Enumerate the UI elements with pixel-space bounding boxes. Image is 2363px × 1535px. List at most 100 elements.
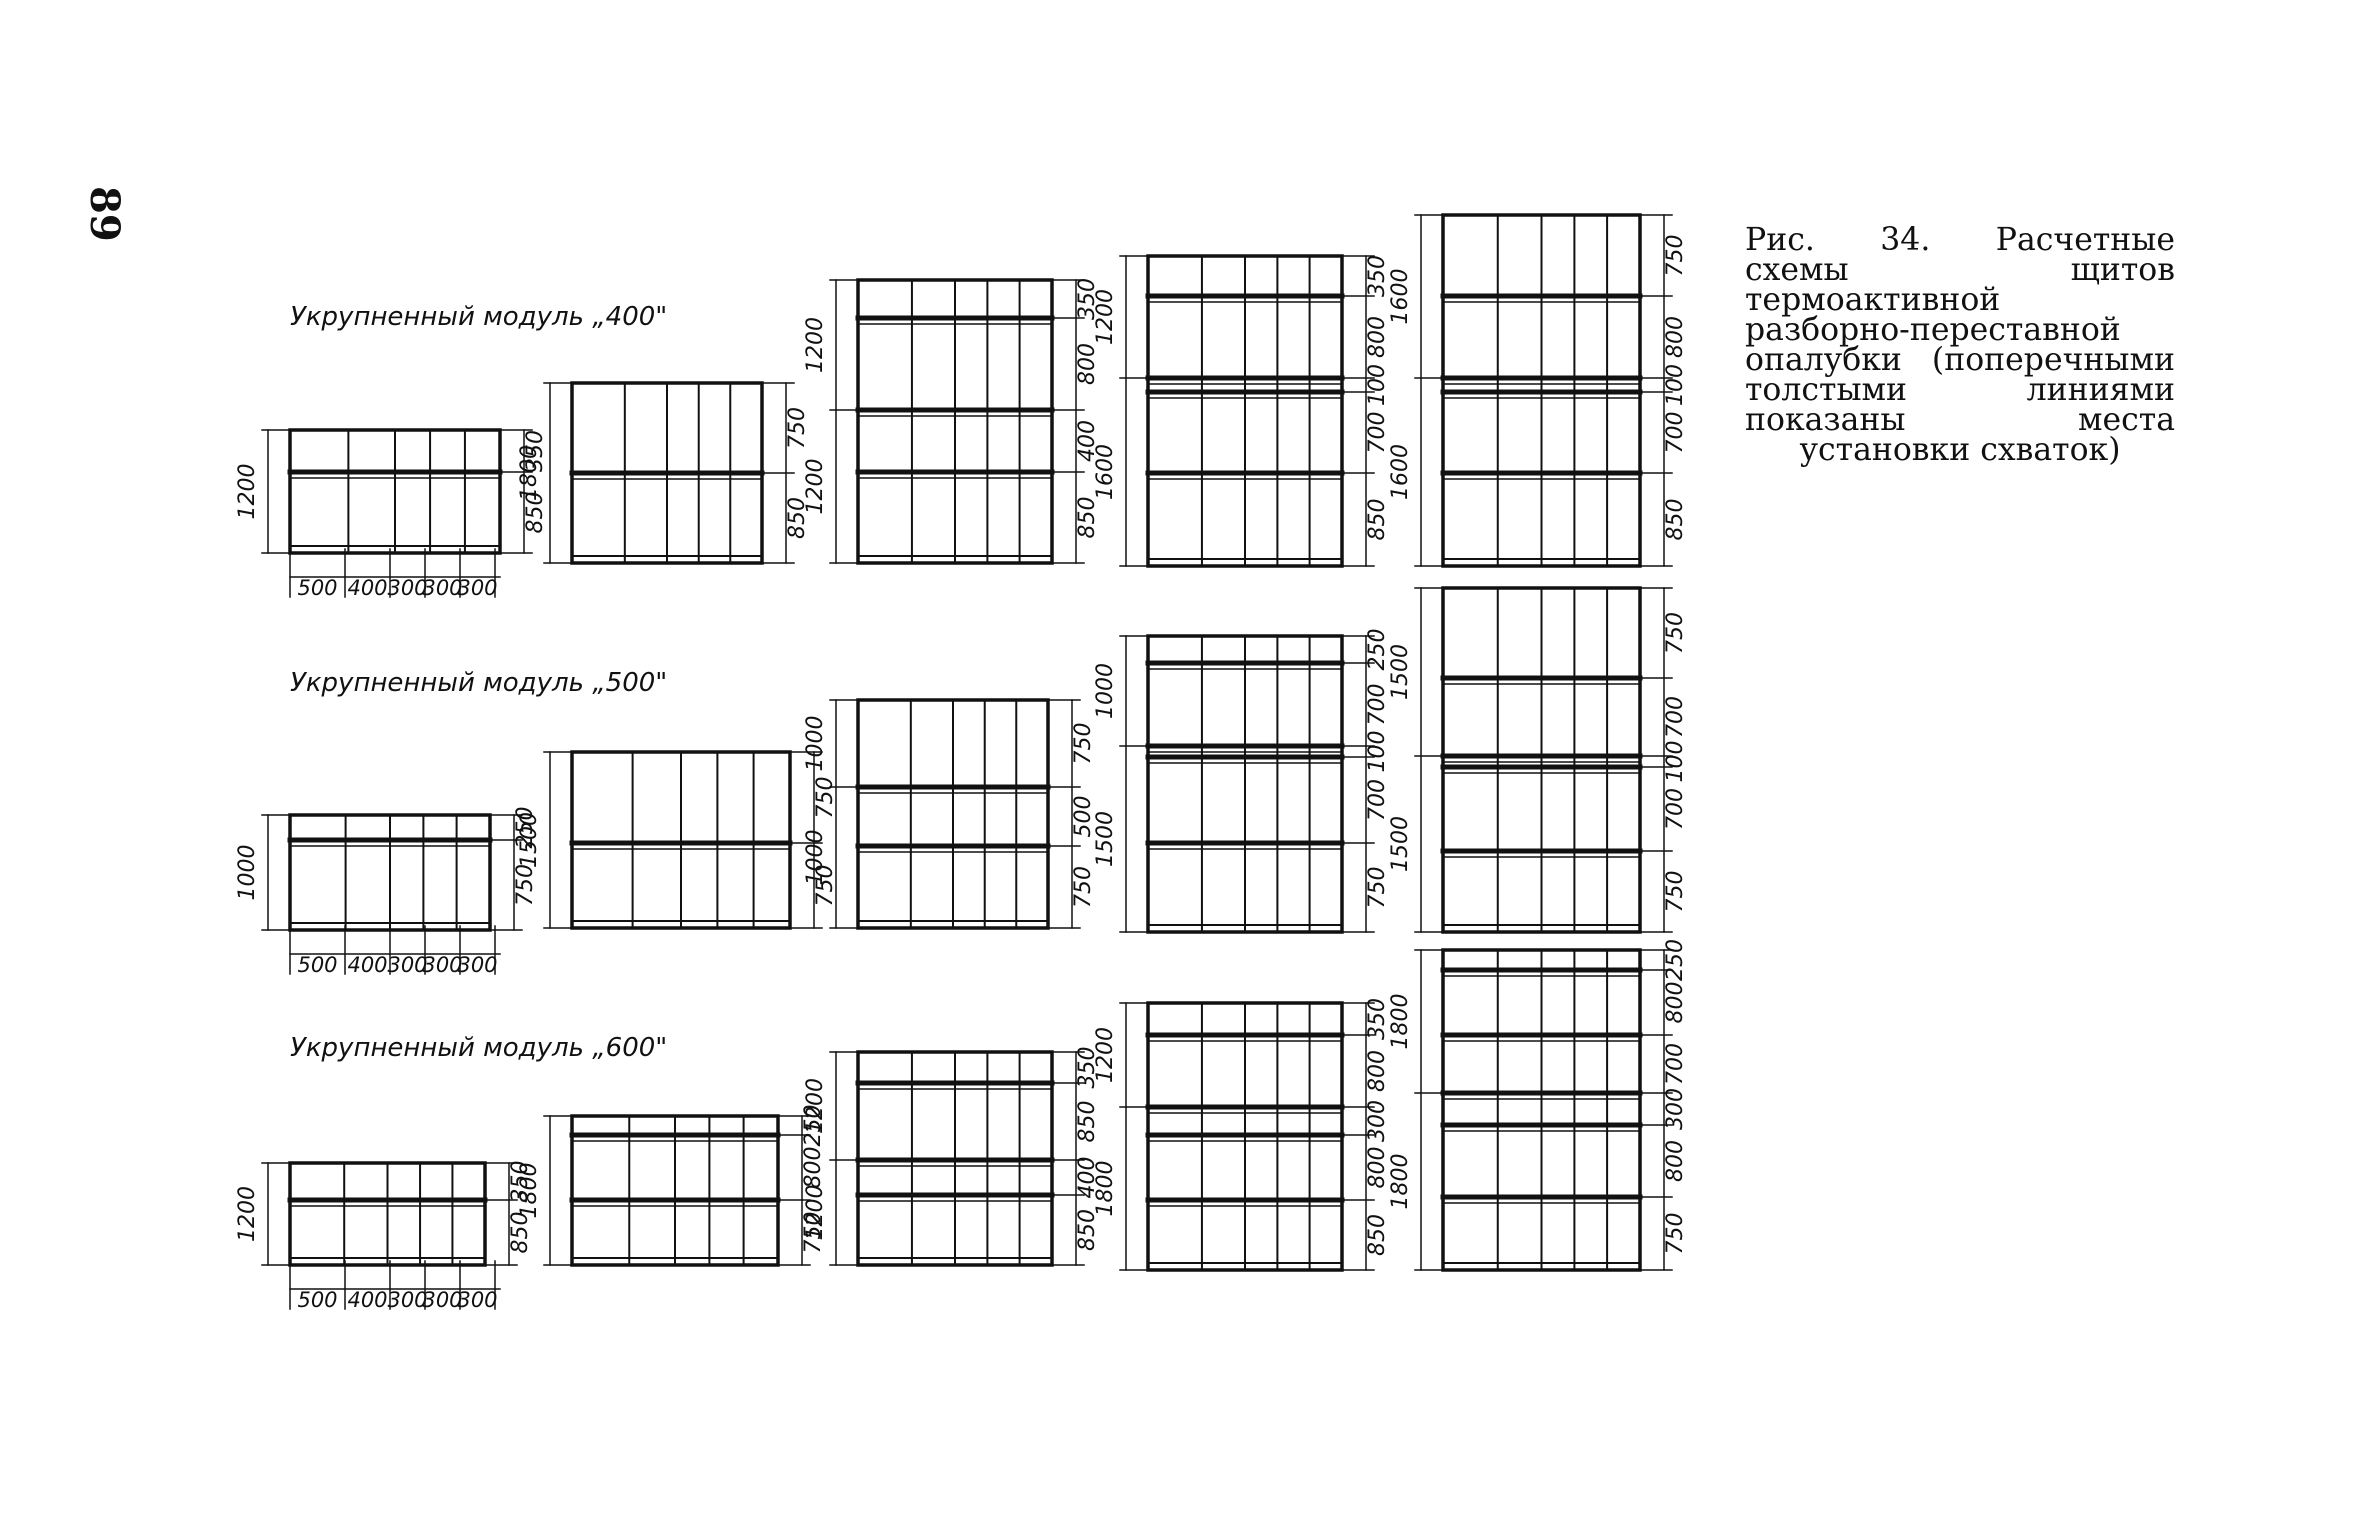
base-width-label: 300 <box>457 953 497 977</box>
dimension-label: 750 <box>1663 235 1688 277</box>
base-width-label: 300 <box>422 1288 462 1312</box>
dimension-label: 800 <box>1365 316 1390 358</box>
dimension-label: 1200 <box>1093 289 1118 345</box>
left-dimension-chain: 1800 1800 <box>1388 949 1448 1271</box>
dimension-label: 750 <box>513 864 538 906</box>
dimension-label: 300 <box>1365 1100 1390 1142</box>
dimension-label: 250 <box>801 1105 826 1147</box>
dimension-label: 1200 <box>803 459 828 515</box>
dimension-label: 1200 <box>803 1185 828 1241</box>
dimension-label: 1800 <box>1388 1154 1413 1210</box>
dimension-label: 1200 <box>1093 1027 1118 1083</box>
base-width-label: 500 <box>297 1288 337 1312</box>
dimension-label: 1600 <box>1388 444 1413 500</box>
right-dimension-chain: 750 750 <box>785 751 838 929</box>
base-width-label: 300 <box>422 953 462 977</box>
dimension-label: 1600 <box>1093 444 1118 500</box>
dimension-label: 700 <box>1365 684 1390 726</box>
dimension-label: 800 <box>1075 343 1100 385</box>
dimension-label: 850 <box>1365 1214 1390 1256</box>
dimension-label: 850 <box>508 1212 533 1254</box>
dimension-label: 700 <box>1663 1043 1688 1085</box>
left-dimension-chain: 1000 1000 <box>803 699 863 929</box>
dimension-label: 750 <box>1071 723 1096 765</box>
dimension-label: 1800 <box>517 445 542 501</box>
base-width-label: 400 <box>347 953 387 977</box>
left-dimension-chain: 1800 <box>517 1115 577 1266</box>
dimension-label: 350 <box>1365 255 1390 297</box>
left-dimension-chain: 1800 <box>517 382 577 564</box>
dimension-label: 1000 <box>803 830 828 886</box>
row-title-module-500: Укрупненный модуль „500" <box>290 668 668 698</box>
dimension-label: 1200 <box>803 1078 828 1134</box>
base-width-label: 400 <box>347 576 387 600</box>
dimension-label: 350 <box>1075 278 1100 320</box>
base-width-label: 400 <box>347 1288 387 1312</box>
left-dimension-chain: 1200 <box>235 429 295 554</box>
dimension-label: 1000 <box>803 716 828 772</box>
base-width-label: 500 <box>297 576 337 600</box>
dimension-label: 700 <box>1365 412 1390 454</box>
dimension-label: 1000 <box>1093 663 1118 719</box>
left-dimension-chain: 1000 1500 <box>1093 635 1153 933</box>
left-dimension-chain: 1600 1600 <box>1388 214 1448 567</box>
dimension-label: 800 <box>1663 982 1688 1024</box>
dimension-label: 350 <box>508 1161 533 1203</box>
dimension-label: 800 <box>1663 316 1688 358</box>
dimension-label: 1800 <box>1388 994 1413 1050</box>
dimension-label: 750 <box>1663 612 1688 654</box>
dimension-label: 750 <box>801 1212 826 1254</box>
dimension-label: 700 <box>1663 696 1688 738</box>
dimension-label: 750 <box>813 865 838 907</box>
dimension-label: 1600 <box>1388 269 1413 325</box>
dimension-label: 850 <box>1365 499 1390 541</box>
base-width-label: 300 <box>457 1288 497 1312</box>
dimension-label: 850 <box>1075 1101 1100 1143</box>
dimension-label: 1500 <box>1093 811 1118 867</box>
dimension-label: 100 <box>1663 741 1688 783</box>
left-dimension-chain: 1000 <box>235 814 295 931</box>
dimension-label: 750 <box>1663 1213 1688 1255</box>
dimension-label: 1000 <box>235 845 260 901</box>
dimension-label: 850 <box>523 492 548 534</box>
dimension-label: 700 <box>1663 412 1688 454</box>
dimension-label: 750 <box>1663 871 1688 913</box>
dimension-label: 350 <box>1365 998 1390 1040</box>
row-title-module-400: Укрупненный модуль „400" <box>290 302 668 332</box>
dimension-label: 700 <box>1365 779 1390 821</box>
dimension-label: 750 <box>1365 867 1390 909</box>
base-width-label: 300 <box>387 953 427 977</box>
dimension-label: 300 <box>1663 1088 1688 1130</box>
dimension-label: 750 <box>813 777 838 819</box>
dimension-label: 850 <box>1075 497 1100 539</box>
dimension-label: 1800 <box>517 1163 542 1219</box>
row-title-module-600: Укрупненный модуль „600" <box>290 1033 668 1063</box>
dimension-label: 750 <box>1071 866 1096 908</box>
dimension-label: 100 <box>1663 364 1688 406</box>
dimension-label: 1500 <box>1388 816 1413 872</box>
dimension-label: 250 <box>1365 629 1390 671</box>
